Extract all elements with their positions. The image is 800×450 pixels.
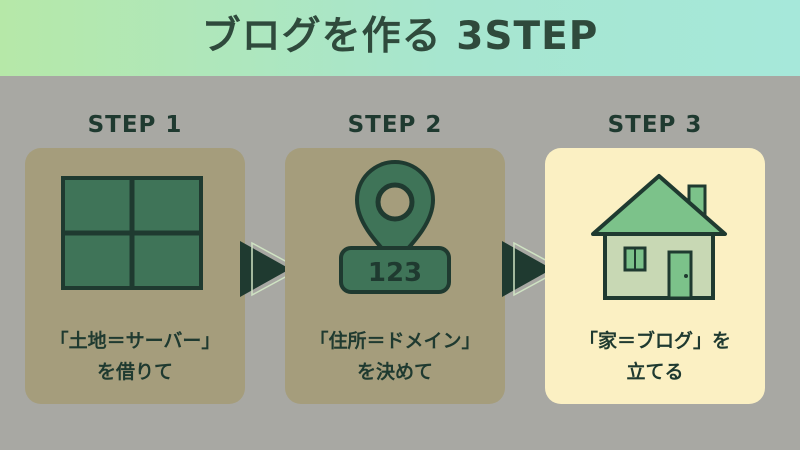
step-1-card: 「土地＝サーバー」 を借りて: [25, 148, 245, 404]
step-3-caption: 「家＝ブログ」を 立てる: [545, 326, 765, 388]
step-3-caption-line-2: 立てる: [626, 361, 684, 383]
step-1-caption-line-2: を借りて: [96, 361, 173, 383]
step-1-caption-line-1: 「土地＝サーバー」: [49, 330, 221, 352]
step-1-caption: 「土地＝サーバー」 を借りて: [25, 326, 245, 388]
step-1-label: STEP 1: [87, 112, 183, 138]
step-2-label: STEP 2: [347, 112, 443, 138]
step-2-caption-line-2: を決めて: [356, 361, 433, 383]
step-3-label: STEP 3: [607, 112, 703, 138]
step-2-caption: 「住所＝ドメイン」 を決めて: [285, 326, 505, 388]
map-pin-address-icon: 123: [339, 160, 451, 294]
house-icon: [591, 174, 727, 300]
header-banner: ブログを作る 3STEP: [0, 0, 800, 76]
page-title: ブログを作る 3STEP: [201, 14, 599, 59]
step-2-card: 123 「住所＝ドメイン」 を決めて: [285, 148, 505, 404]
step-3-card: 「家＝ブログ」を 立てる: [545, 148, 765, 404]
arrow-right-icon: [240, 241, 302, 297]
step-2-caption-line-1: 「住所＝ドメイン」: [309, 330, 481, 352]
arrow-right-icon: [502, 241, 564, 297]
step-3-caption-line-1: 「家＝ブログ」を: [578, 330, 731, 352]
window-grid-icon: [61, 176, 203, 290]
address-number-text: 123: [368, 258, 422, 288]
